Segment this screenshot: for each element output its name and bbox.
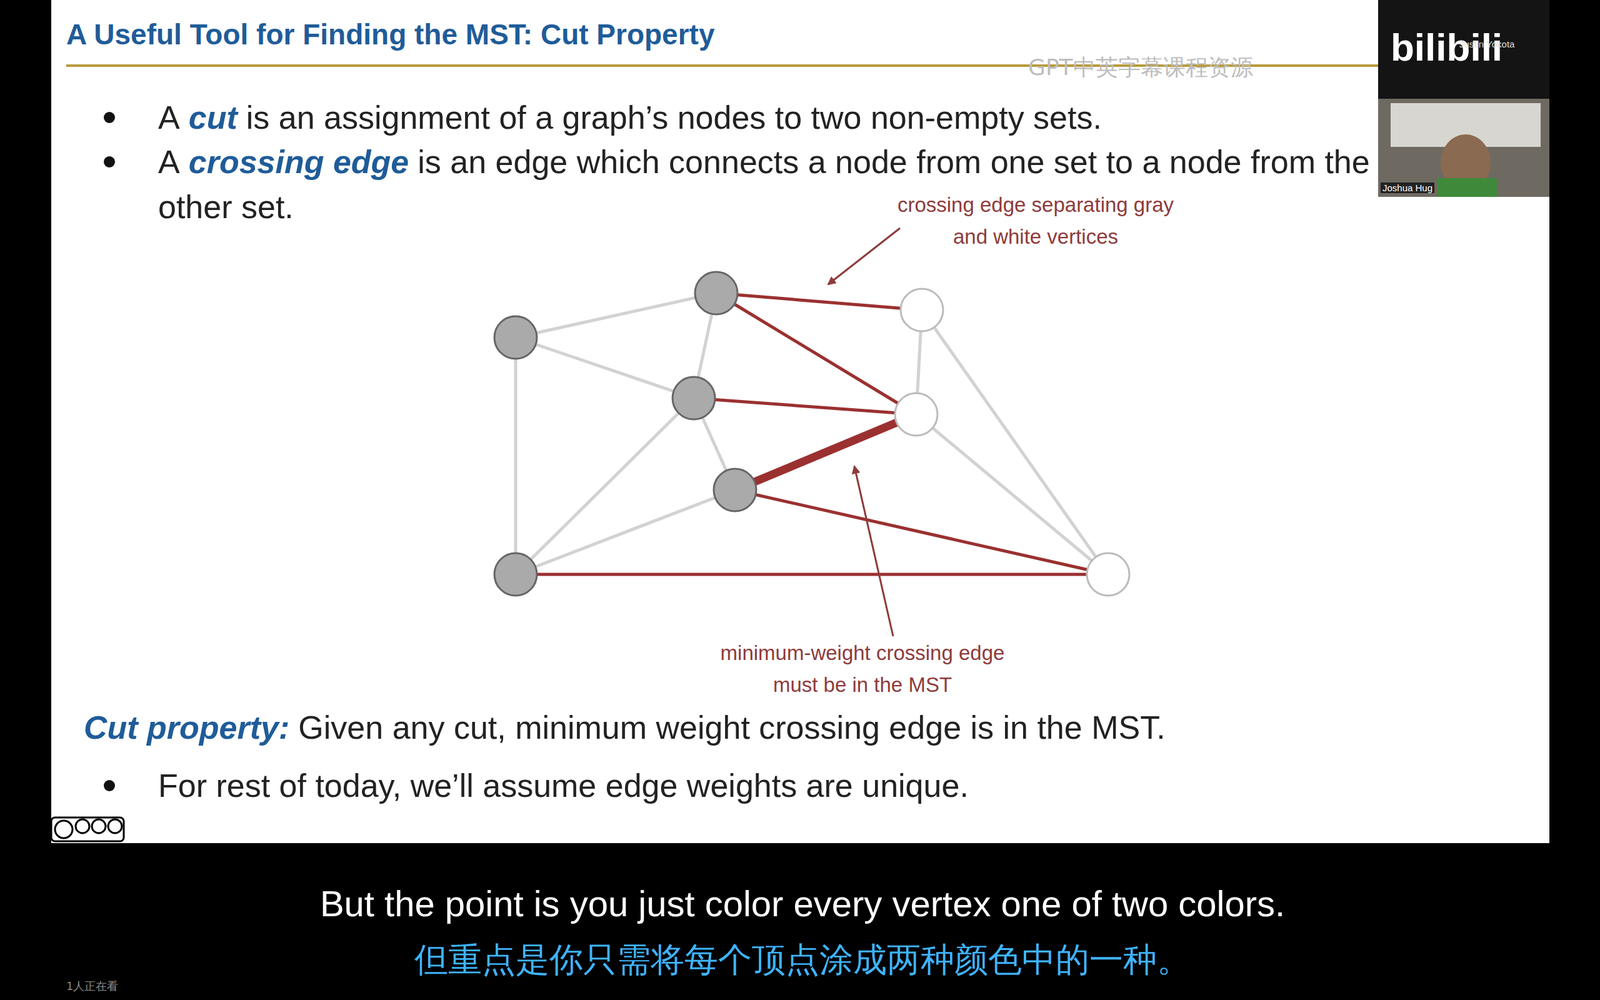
slide-title: A Useful Tool for Finding the MST: Cut P…	[66, 17, 715, 52]
bullet-text: For rest of today, we’ll assume edge wei…	[158, 763, 969, 809]
term: Cut property:	[83, 709, 290, 746]
leader-arrow	[854, 466, 894, 637]
sentence-part: is an assignment of a graph’s nodes to t…	[246, 99, 1102, 136]
presenter-name: Joshua Hug	[1380, 182, 1435, 194]
sentence-part: A	[158, 143, 180, 180]
watermark: GPT中英字幕课程资源	[1028, 52, 1254, 84]
plain-edges	[515, 293, 1109, 575]
property-text: Cut property:Given any cut, minimum weig…	[83, 705, 1522, 750]
subtitle-english: But the point is you just color every ve…	[2, 882, 1600, 925]
bullet-text: Acrossing edgeis an edge which connects …	[158, 139, 1371, 230]
subtitle-chinese: 但重点是你只需将每个顶点涂成两种颜色中的一种。	[2, 937, 1600, 984]
leader-arrow	[828, 228, 900, 285]
annotation: minimum-weight crossing edge must be in …	[700, 636, 1025, 701]
viewer-count: 1人正在看	[66, 978, 119, 994]
crossing-edges	[515, 293, 1109, 575]
gray-vertices	[494, 271, 757, 596]
presenter-name: Justin Yokota	[1459, 38, 1515, 50]
sentence-part: Given any cut, minimum weight crossing e…	[298, 709, 1165, 746]
white-vertices	[895, 288, 1130, 596]
bullet-text: Acutis an assignment of a graph’s nodes …	[158, 95, 1371, 140]
annotation: crossing edge separating gray and white …	[891, 188, 1180, 253]
webcam-panel: bilibiliJustin YokotaJoshua Hug	[1378, 0, 1550, 197]
term: cut	[188, 99, 238, 136]
cc-badge	[51, 817, 124, 842]
sentence-part: A	[158, 99, 180, 136]
term: crossing edge	[188, 143, 410, 180]
bullet-dots	[103, 111, 115, 792]
